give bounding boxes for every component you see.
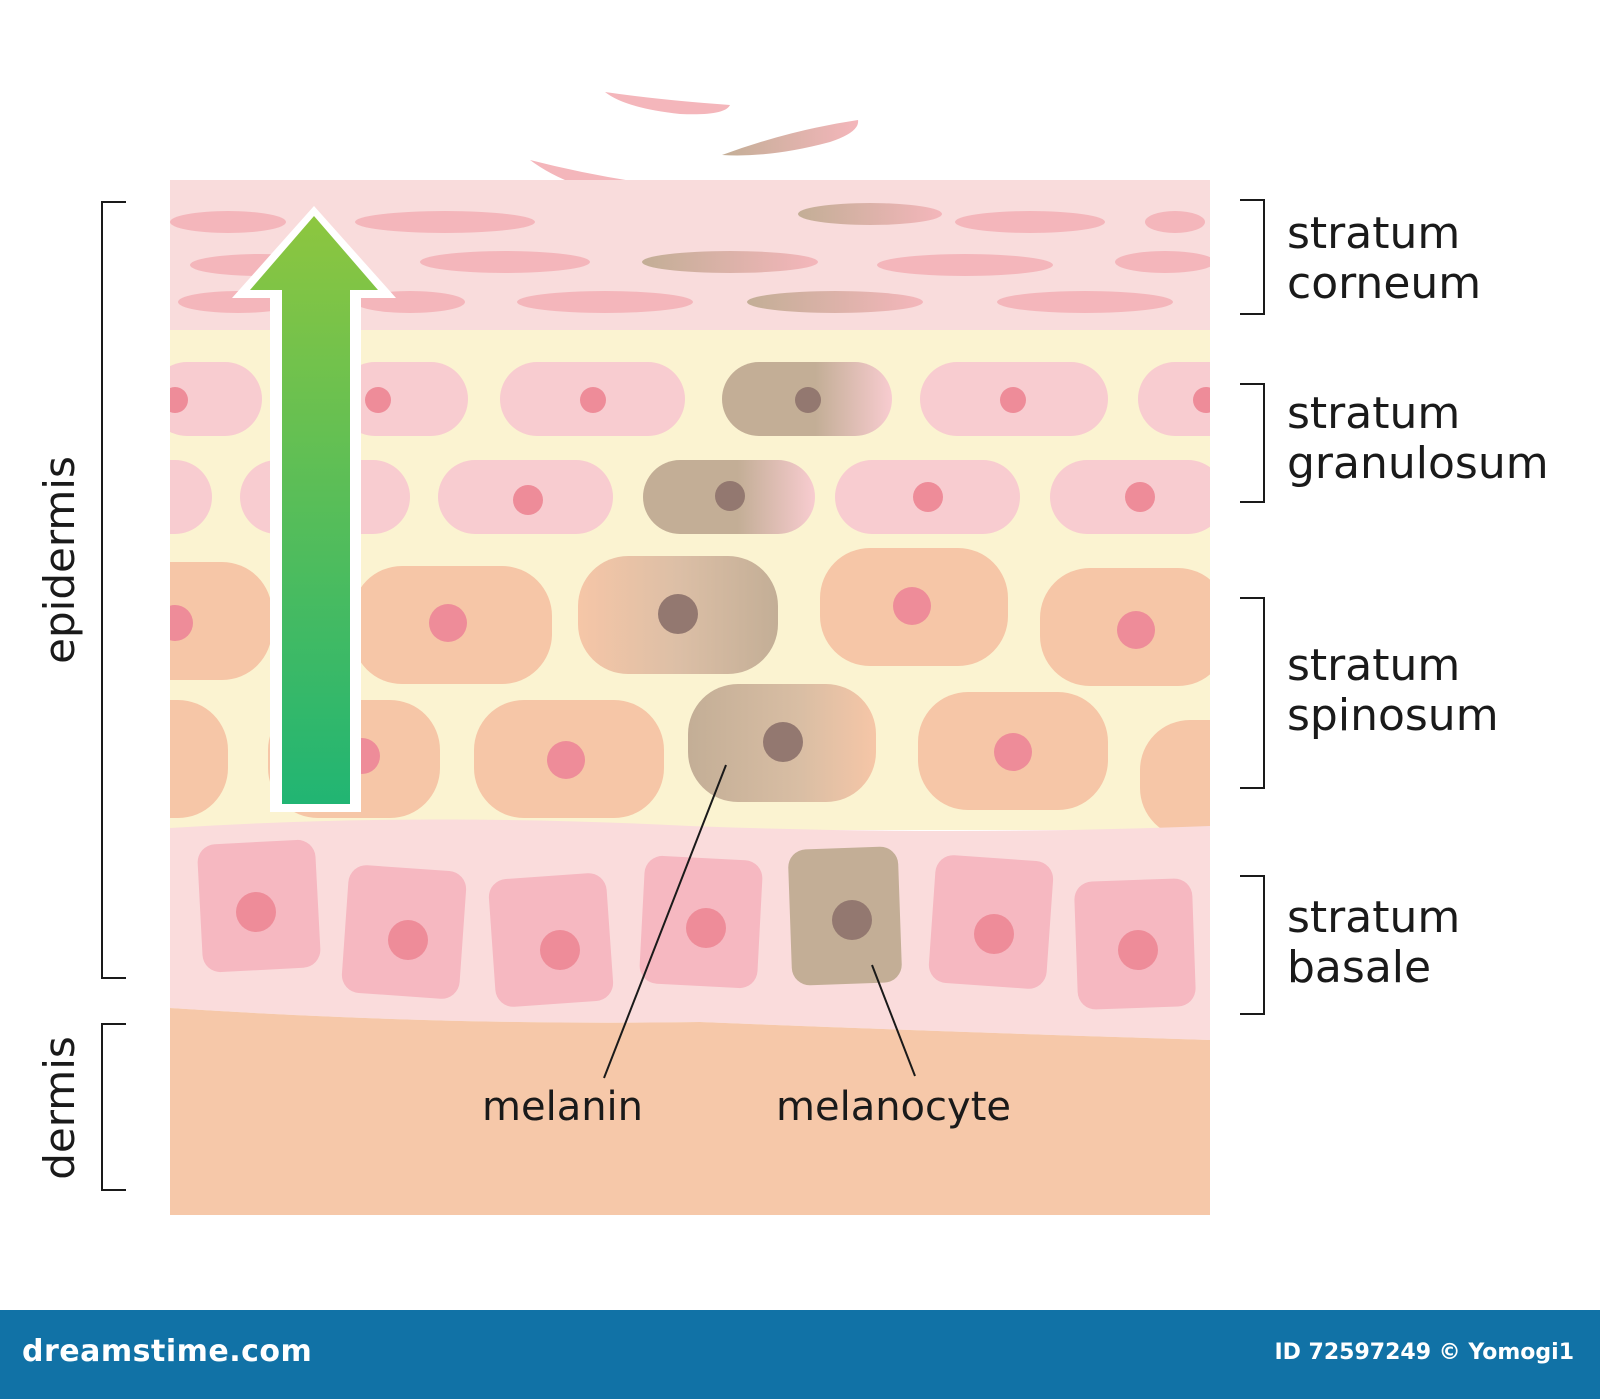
melanin-label: melanin bbox=[482, 1084, 643, 1130]
skin-layers-diagram: epidermis dermis stratum corneum stratum… bbox=[35, 92, 1549, 1215]
corneum-cells bbox=[170, 203, 1210, 313]
epidermis-bracket bbox=[101, 201, 126, 979]
spinosum-label-line1: stratum bbox=[1287, 640, 1460, 691]
dermis-label: dermis bbox=[35, 1036, 84, 1180]
basale-bracket bbox=[1240, 875, 1265, 1015]
footer-brand: dreamstime.com bbox=[22, 1334, 313, 1369]
melanocyte-label: melanocyte bbox=[776, 1084, 1011, 1130]
dermis-layer bbox=[170, 1008, 1210, 1215]
epidermis-label: epidermis bbox=[35, 456, 84, 664]
corneum-label-line2: corneum bbox=[1287, 258, 1481, 309]
granulosum-label-line1: stratum bbox=[1287, 388, 1460, 439]
corneum-label-line1: stratum bbox=[1287, 208, 1460, 259]
spinosum-bracket bbox=[1240, 597, 1265, 789]
melanin-callout-line bbox=[603, 764, 727, 1079]
stock-footer: dreamstime.com ID 72597249 © Yomogi1 bbox=[0, 1310, 1600, 1399]
upward-arrow-icon bbox=[250, 216, 378, 804]
spinosum-label-line2: spinosum bbox=[1287, 690, 1499, 741]
spinosum-cells bbox=[170, 548, 1210, 838]
basale-label-line1: stratum bbox=[1287, 892, 1460, 943]
footer-image-id: ID 72597249 © Yomogi1 bbox=[1274, 1340, 1574, 1365]
corneum-bracket bbox=[1240, 199, 1265, 315]
melanocyte-callout-line bbox=[871, 964, 916, 1077]
granulosum-bracket bbox=[1240, 383, 1265, 503]
dermis-bracket bbox=[101, 1023, 126, 1191]
basale-label-line2: basale bbox=[1287, 942, 1431, 993]
granulosum-label-line2: granulosum bbox=[1287, 438, 1549, 489]
basale-cells bbox=[197, 839, 1196, 1010]
